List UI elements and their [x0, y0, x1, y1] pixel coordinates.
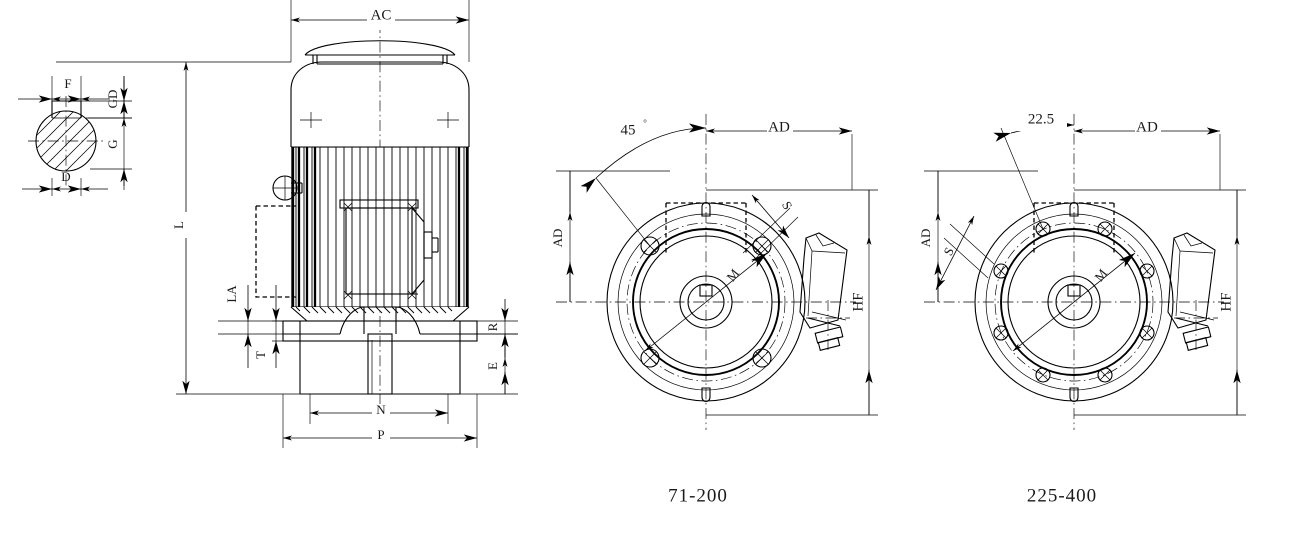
bolt-hole — [1097, 221, 1113, 237]
motor-finned-body — [291, 147, 469, 307]
dimension-HF-large: HF — [1074, 189, 1246, 416]
dimension-D: D — [22, 169, 108, 196]
label-L: L — [171, 221, 186, 229]
shaft-center-lines — [28, 96, 104, 188]
degree-symbol: ° — [643, 118, 647, 128]
label-E: E — [485, 362, 500, 370]
lifting-eye-bolt — [272, 175, 303, 201]
bolt-hole — [1035, 367, 1051, 383]
label-LA: LA — [224, 285, 239, 303]
label-GD: GD — [105, 90, 120, 109]
bolt-hole — [1139, 263, 1155, 279]
dimension-AD-horizontal-large: AD — [1074, 119, 1221, 190]
label-G: G — [105, 139, 120, 148]
terminal-box-footprint-large — [1033, 202, 1115, 254]
terminal-box-small-view — [799, 232, 850, 351]
view-flange-large: 22.5 AD AD HF M — [918, 111, 1246, 506]
label-T: T — [253, 351, 268, 359]
bolt-hole — [993, 263, 1009, 279]
caption-flange-large: 225-400 — [1027, 485, 1097, 506]
dimension-G: G — [88, 76, 132, 190]
dimension-T: T — [253, 285, 296, 368]
label-R: R — [485, 322, 500, 331]
flange-large-lugs — [1069, 201, 1079, 403]
label-AD-v-small: AD — [550, 229, 565, 248]
bolt-hole — [993, 325, 1009, 341]
flange-small-lugs — [701, 201, 711, 403]
label-AD-h-small: AD — [768, 119, 790, 135]
label-22-5: 22.5 — [1028, 111, 1054, 127]
label-AD-h-large: AD — [1136, 119, 1158, 135]
terminal-box-hidden-outline — [255, 206, 296, 298]
label-AC: AC — [371, 7, 392, 23]
label-D: D — [61, 169, 70, 184]
view-front-elevation: AC L LA T — [56, 0, 518, 448]
terminal-box-footprint-small — [665, 202, 747, 254]
caption-flange-small: 71-200 — [668, 485, 728, 506]
label-F: F — [64, 76, 71, 91]
dimension-N: N — [309, 394, 449, 424]
flange-large-bolt-holes — [993, 221, 1155, 383]
dimension-AD-vertical-small: AD — [550, 170, 670, 302]
label-AD-v-large: AD — [918, 229, 933, 248]
view-flange-small: 45 ° AD AD HF M — [550, 114, 878, 506]
bolt-hole — [1097, 367, 1113, 383]
dimension-AD-horizontal-small: AD — [706, 119, 853, 190]
label-45: 45 — [621, 122, 636, 138]
terminal-box — [339, 199, 439, 300]
dimension-AC: AC — [290, 0, 470, 62]
dimension-P: P — [282, 394, 478, 448]
label-P: P — [377, 427, 384, 442]
terminal-box-large-view — [1167, 232, 1218, 351]
cowl-marks — [300, 112, 459, 128]
label-HF-small: HF — [850, 292, 866, 311]
dimension-E: E — [460, 333, 518, 395]
dimension-LA: LA — [218, 285, 296, 368]
dimension-HF-small: HF — [706, 189, 878, 416]
dimension-F: F — [18, 76, 110, 113]
label-N: N — [376, 402, 386, 417]
annotation-bolt-angle-22-5: 22.5 — [993, 111, 1075, 230]
dimension-L: L — [56, 61, 460, 395]
annotation-bolt-angle-45: 45 ° — [580, 118, 707, 247]
label-HF-large: HF — [1218, 292, 1234, 311]
bolt-hole — [1139, 325, 1155, 341]
mounting-flange-plate — [282, 306, 478, 342]
